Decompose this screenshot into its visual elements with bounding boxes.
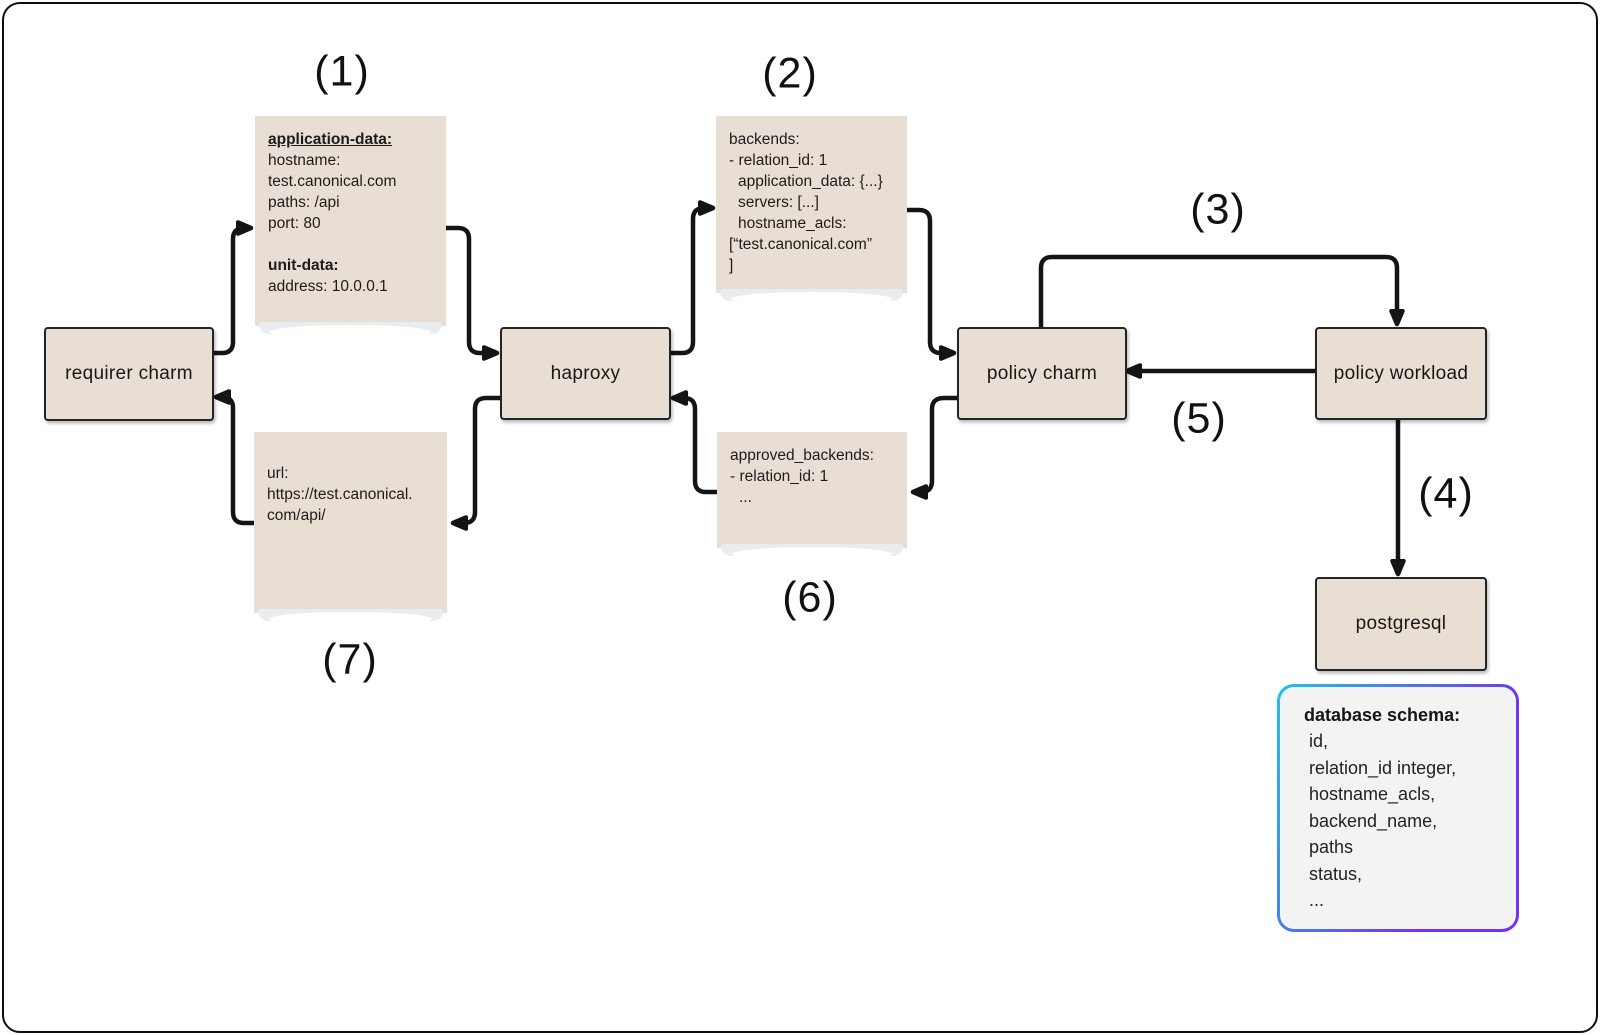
- text-line: - relation_id: 1: [730, 468, 829, 485]
- note-approved-backends: approved_backends: - relation_id: 1...: [717, 432, 907, 561]
- database-schema-card: database schema: id, relation_id integer,…: [1277, 684, 1519, 932]
- text-line: test.canonical.com: [268, 173, 397, 190]
- text-line: application-data:: [268, 131, 393, 148]
- arrow-requirer-to-note1: [210, 228, 251, 356]
- text-line: backend_name,: [1309, 810, 1438, 831]
- text-line: hostname_acls:: [738, 215, 847, 232]
- arrow-note7-to-requirer: [216, 397, 254, 526]
- text-line: https://test.canonical.: [267, 486, 413, 503]
- text-line: approved_backends:: [730, 447, 874, 464]
- text-line: [“test.canonical.com”: [729, 236, 872, 253]
- text-line: unit-data:: [268, 257, 339, 274]
- text-line: paths: /api: [268, 194, 340, 211]
- step-label-1: (1): [314, 47, 370, 96]
- step-label-7: (7): [322, 635, 378, 684]
- policy-workload-box: policy workload: [1315, 327, 1487, 420]
- step-label-4: (4): [1418, 469, 1474, 518]
- text-line: com/api/: [267, 507, 326, 524]
- arrow-policy-charm-to-policy-workload: [1038, 254, 1397, 327]
- requirer-charm-box: requirer charm: [44, 327, 214, 421]
- database-schema-lines: id, relation_id integer, hostname_acls,bac…: [1304, 728, 1498, 914]
- note-approved-backends-lines: approved_backends: - relation_id: 1...: [730, 445, 895, 508]
- text-line: application_data: {...}: [738, 173, 883, 190]
- text-line: id,: [1309, 731, 1329, 751]
- arrow-policy-charm-to-note6: [913, 395, 957, 492]
- step-label-3: (3): [1190, 185, 1246, 234]
- database-schema-title: database schema:: [1304, 705, 1461, 725]
- text-line: backends:: [729, 131, 800, 148]
- note-application-data-lines: application-data: hostname: test.canonical…: [268, 129, 434, 297]
- policy-charm-box: policy charm: [957, 327, 1127, 420]
- text-line: relation_id integer,: [1309, 757, 1457, 778]
- text-line: - relation_id: 1: [729, 152, 828, 169]
- haproxy-box: haproxy: [500, 327, 671, 420]
- arrow-haproxy-to-note7: [453, 395, 500, 523]
- text-line: port: 80: [268, 215, 321, 232]
- note-url: url: https://test.canonical. com/api/: [254, 432, 447, 626]
- arrow-note1-to-haproxy: [446, 225, 497, 353]
- policy-charm-label: policy charm: [986, 362, 1098, 384]
- step-label-6: (6): [782, 573, 838, 622]
- text-line: address: 10.0.0.1: [268, 278, 388, 295]
- text-line: [268, 234, 434, 255]
- postgresql-box: postgresql: [1315, 577, 1487, 671]
- text-line: hostname:: [268, 152, 341, 169]
- note-url-lines: url: https://test.canonical. com/api/: [267, 463, 435, 526]
- text-line: ...: [739, 489, 752, 506]
- database-schema-body: database schema: id, relation_id integer,…: [1280, 687, 1516, 929]
- text-line: paths: [1309, 837, 1354, 857]
- requirer-charm-label: requirer charm: [65, 363, 193, 384]
- note-backends-lines: backends: - relation_id: 1 application_dat…: [729, 129, 895, 276]
- haproxy-label: haproxy: [550, 362, 621, 384]
- note-application-data: application-data: hostname: test.canonical…: [255, 116, 446, 339]
- step-label-5: (5): [1171, 394, 1227, 443]
- text-line: hostname_acls,: [1309, 784, 1436, 804]
- step-label-2: (2): [762, 49, 818, 98]
- arrow-haproxy-to-note2: [667, 208, 713, 356]
- arrow-note6-to-haproxy: [673, 398, 717, 495]
- postgresql-label: postgresql: [1355, 613, 1447, 634]
- text-line: ...: [1309, 890, 1325, 910]
- text-line: servers: [...]: [738, 194, 819, 211]
- note-backends: backends: - relation_id: 1 application_dat…: [716, 116, 907, 306]
- text-line: url:: [267, 465, 289, 482]
- arrow-note2-to-policy-charm: [907, 207, 954, 353]
- text-line: status,: [1309, 863, 1363, 884]
- policy-workload-label: policy workload: [1333, 362, 1469, 384]
- text-line: ]: [729, 257, 734, 274]
